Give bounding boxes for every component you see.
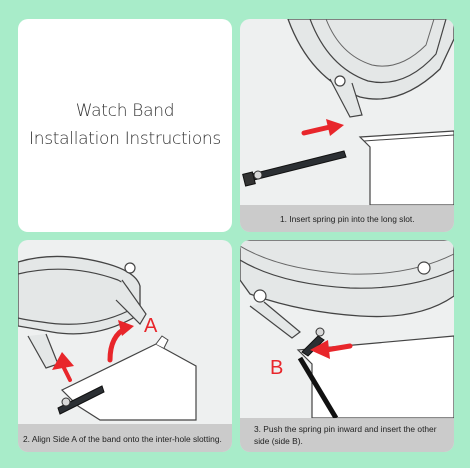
band-slot <box>363 134 454 142</box>
step-2-panel: A 2. Align Side A of the band onto the i… <box>18 240 232 452</box>
align-arrow-up <box>52 352 74 382</box>
watch-bezel <box>309 19 447 84</box>
watch-case <box>287 19 454 100</box>
step-3-caption: 3. Push the spring pin inward and insert… <box>240 418 454 452</box>
step-3-panel: B 3. Push the spring pin inward and inse… <box>240 240 454 452</box>
lug-screw <box>334 75 346 87</box>
page-title: Watch Band Installation Instructions <box>18 97 232 153</box>
spring-pin <box>297 327 339 420</box>
rotate-arrow <box>107 320 134 363</box>
watch-bezel-inner <box>325 19 435 67</box>
step-2-illustration: A <box>18 255 197 421</box>
watch-band <box>60 343 197 421</box>
push-arrow <box>310 340 353 359</box>
marker-b: B <box>270 357 283 379</box>
spring-pin <box>242 150 347 187</box>
title-line-2: Installation Instructions <box>29 129 221 149</box>
step-2-caption: 2. Align Side A of the band onto the int… <box>18 424 232 452</box>
watch-lug <box>115 279 147 325</box>
watch-lug-lower <box>27 333 59 369</box>
watch-case <box>240 240 454 318</box>
step-3-illustration: B <box>240 240 454 420</box>
spring-pin <box>57 385 105 415</box>
title-line-1: Watch Band <box>75 101 175 121</box>
step-1-illustration <box>242 19 454 206</box>
title-panel: Watch Band Installation Instructions <box>18 19 232 232</box>
lug-screw-right <box>417 261 431 275</box>
lug-screw <box>124 262 136 274</box>
watch-lug <box>329 78 363 118</box>
band-tab <box>155 335 169 349</box>
watch-band <box>358 130 454 206</box>
insert-arrow <box>301 119 344 136</box>
step-1-caption: 1. Insert spring pin into the long slot. <box>240 205 454 232</box>
lug-screw-left <box>253 289 267 303</box>
watch-bezel <box>240 259 454 289</box>
step-1-panel: 1. Insert spring pin into the long slot. <box>240 19 454 232</box>
marker-a: A <box>144 315 158 337</box>
watch-lug <box>249 301 301 339</box>
